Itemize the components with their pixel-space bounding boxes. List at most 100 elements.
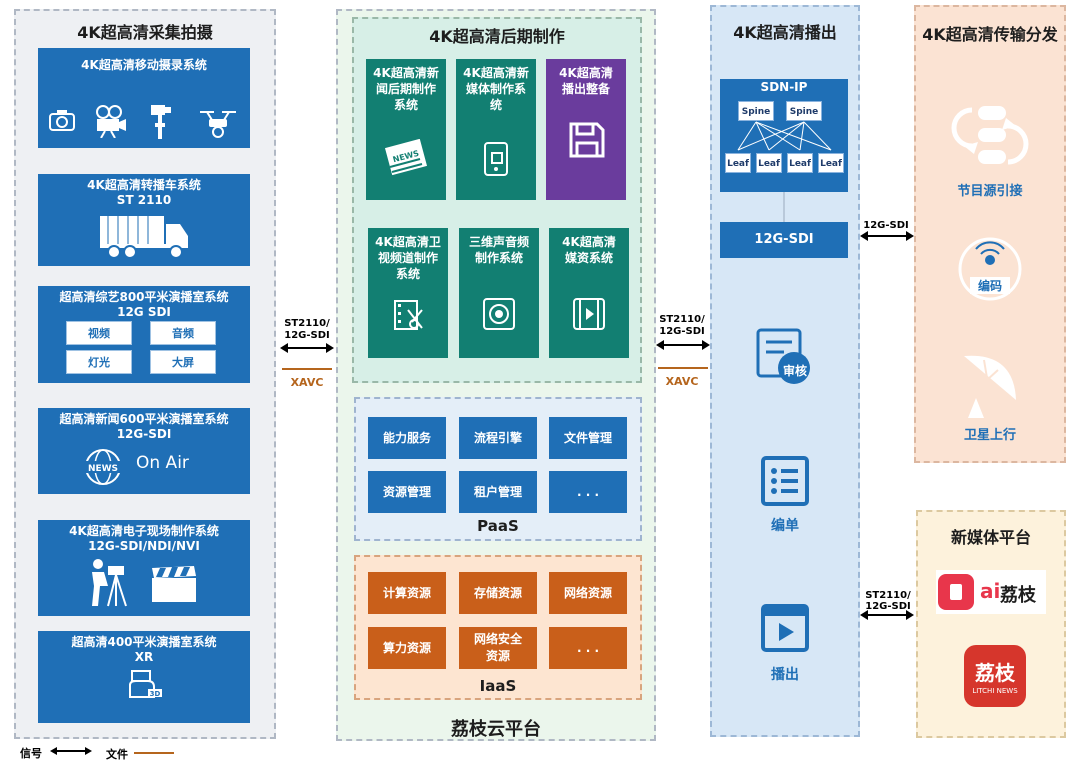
link2-label-2: 12G-SDI bbox=[659, 326, 705, 337]
paas-more[interactable]: . . . bbox=[549, 471, 627, 513]
studio-800-audio[interactable]: 音频 bbox=[150, 321, 216, 345]
ai-litchi-brand: 荔枝 bbox=[1000, 585, 1036, 606]
iaas-network-security-l2: 资源 bbox=[485, 649, 510, 663]
broadcast-play-icon[interactable] bbox=[760, 603, 810, 653]
vr-headset-icon: 3D bbox=[129, 670, 162, 698]
leaf-switch-1: Leaf bbox=[725, 153, 751, 173]
on-air-label: On Air bbox=[136, 453, 189, 473]
satellite-dish-icon[interactable] bbox=[954, 348, 1024, 420]
satellite-uplink-label: 卫星上行 bbox=[963, 428, 1016, 443]
review-label: 审核 bbox=[782, 364, 807, 378]
playout-title: 4K超高清播出 bbox=[733, 23, 837, 42]
paas-workflow-engine[interactable]: 流程引擎 bbox=[459, 417, 537, 459]
mobile-capture-system[interactable]: 4K超高清移动摄录系统 bbox=[38, 48, 250, 148]
satellite-channel-system[interactable]: 4K超高清卫 视频道制作 系统 bbox=[368, 228, 448, 358]
studio-800-title: 超高清综艺800平米演播室系统 bbox=[59, 290, 229, 304]
litchi-news-logo-text: 荔枝 bbox=[975, 661, 1015, 685]
paas-tenant-management[interactable]: 租户管理 bbox=[459, 471, 537, 513]
news-post-l2: 闻后期制作 bbox=[375, 82, 436, 96]
link1-xavc: XAVC bbox=[290, 376, 324, 389]
distribution-panel: 4K超高清传输分发 bbox=[914, 5, 1066, 463]
studio-800-video[interactable]: 视频 bbox=[66, 321, 132, 345]
news-studio-600-title: 超高清新闻600平米演播室系统 bbox=[59, 412, 229, 426]
legend-file-line bbox=[134, 752, 174, 754]
playout-12g-sdi[interactable]: 12G-SDI bbox=[720, 222, 848, 258]
media-asset-system[interactable]: 4K超高清 媒资系统 bbox=[549, 228, 629, 358]
news-post-system[interactable]: 4K超高清新 闻后期制作 系统 NEWS bbox=[366, 59, 446, 200]
link3-label: 12G-SDI bbox=[863, 220, 909, 231]
iaas-label: IaaS bbox=[479, 677, 517, 695]
link2-signal-arrow bbox=[656, 340, 710, 350]
ob-van-title: 4K超高清转播车系统 bbox=[87, 178, 201, 192]
paas-capability-service[interactable]: 能力服务 bbox=[368, 417, 446, 459]
news-globe-text: NEWS bbox=[88, 464, 118, 474]
studio-800-bigscreen[interactable]: 大屏 bbox=[150, 350, 216, 374]
broadcast-label: 播出 bbox=[771, 667, 799, 683]
film-scissors-icon bbox=[394, 300, 423, 330]
efp-system[interactable]: 4K超高清电子现场制作系统 12G-SDI/NDI/NVI bbox=[38, 520, 250, 616]
link4-label-1: ST2110/ bbox=[865, 590, 911, 601]
drone-icon bbox=[200, 111, 236, 138]
studio-800-lighting[interactable]: 灯光 bbox=[66, 350, 132, 374]
link1-label-1: ST2110/ bbox=[284, 318, 330, 329]
studio-800-sub: 12G SDI bbox=[117, 305, 171, 319]
speaker-icon bbox=[483, 298, 515, 330]
save-disk-icon bbox=[569, 122, 605, 158]
media-asset-l1: 4K超高清 bbox=[562, 235, 616, 249]
iaas-computing-power[interactable]: 算力资源 bbox=[368, 627, 446, 669]
camera-icon bbox=[49, 110, 75, 131]
iaas-network-security[interactable]: 网络安全 资源 bbox=[459, 627, 537, 669]
schedule-label: 编单 bbox=[771, 518, 799, 534]
iaas-more[interactable]: . . . bbox=[549, 627, 627, 669]
news-studio-600-sub: 12G-SDI bbox=[116, 427, 172, 441]
link3-signal-arrow bbox=[860, 231, 914, 241]
satellite-channel-l1: 4K超高清卫 bbox=[375, 235, 441, 249]
phone-edit-icon bbox=[484, 142, 508, 176]
spatial-audio-l2: 制作系统 bbox=[474, 251, 523, 265]
sdn-topology-lines bbox=[737, 121, 832, 151]
iaas-compute[interactable]: 计算资源 bbox=[368, 572, 446, 614]
cloud-title: 荔枝云平台 bbox=[451, 719, 541, 740]
source-ingest-icon[interactable] bbox=[938, 96, 1042, 176]
link1-signal-arrow bbox=[280, 343, 334, 353]
clapperboard-icon bbox=[152, 566, 196, 602]
link1-file-line bbox=[282, 368, 332, 370]
litchi-news-app-logo[interactable]: 荔枝 LITCHI NEWS bbox=[964, 645, 1026, 707]
ai-litchi-app-logo[interactable]: ai 荔枝 bbox=[936, 570, 1046, 614]
capture-panel: 4K超高清采集拍摄 4K超高清移动摄录系统 4K超高清转播车系统 ST 2110… bbox=[14, 9, 276, 739]
satellite-channel-l3: 系统 bbox=[395, 267, 420, 281]
efp-title: 4K超高清电子现场制作系统 bbox=[69, 524, 219, 538]
iaas-storage[interactable]: 存储资源 bbox=[459, 572, 537, 614]
new-media-l3: 统 bbox=[489, 98, 502, 112]
iaas-network[interactable]: 网络资源 bbox=[549, 572, 627, 614]
post-title: 4K超高清后期制作 bbox=[429, 27, 565, 46]
new-media-production-system[interactable]: 4K超高清新 媒体制作系 统 bbox=[456, 59, 536, 200]
schedule-list-icon[interactable] bbox=[760, 455, 810, 507]
cameraman-icon bbox=[92, 559, 127, 607]
studio-400-system[interactable]: 超高清400平米演播室系统 XR 3D bbox=[38, 631, 250, 723]
new-media-title: 新媒体平台 bbox=[950, 528, 1031, 547]
link1-label-2: 12G-SDI bbox=[284, 330, 330, 341]
studio-800-system[interactable]: 超高清综艺800平米演播室系统 12G SDI 视频 音频 灯光 大屏 bbox=[38, 286, 250, 383]
encoding-icon[interactable] bbox=[954, 236, 1026, 302]
news-studio-600-system[interactable]: 超高清新闻600平米演播室系统 12G-SDI NEWS On Air bbox=[38, 408, 250, 494]
link2-file-line bbox=[658, 367, 708, 369]
mobile-capture-title: 4K超高清移动摄录系统 bbox=[81, 58, 207, 72]
paas-resource-management[interactable]: 资源管理 bbox=[368, 471, 446, 513]
spatial-audio-system[interactable]: 三维声音频 制作系统 bbox=[459, 228, 539, 358]
encoding-label: 编码 bbox=[970, 277, 1010, 294]
playout-prep-system[interactable]: 4K超高清 播出整备 bbox=[546, 59, 626, 200]
film-play-icon bbox=[573, 298, 605, 330]
review-icon[interactable] bbox=[754, 326, 816, 388]
spatial-audio-l1: 三维声音频 bbox=[468, 235, 529, 249]
new-media-l1: 4K超高清新 bbox=[463, 66, 529, 80]
distribution-title: 4K超高清传输分发 bbox=[922, 25, 1058, 44]
sdn-to-sdi-connector bbox=[783, 192, 785, 222]
paas-file-management[interactable]: 文件管理 bbox=[549, 417, 627, 459]
news-globe-icon: NEWS bbox=[85, 449, 121, 485]
spine-switch-2: Spine bbox=[786, 101, 822, 121]
playout-prep-l1: 4K超高清 bbox=[559, 66, 613, 80]
ob-van-system[interactable]: 4K超高清转播车系统 ST 2110 bbox=[38, 174, 250, 266]
paas-label: PaaS bbox=[477, 517, 519, 535]
sdn-ip-box[interactable]: SDN-IP Spine Spine Leaf Leaf Leaf Leaf bbox=[720, 79, 848, 192]
